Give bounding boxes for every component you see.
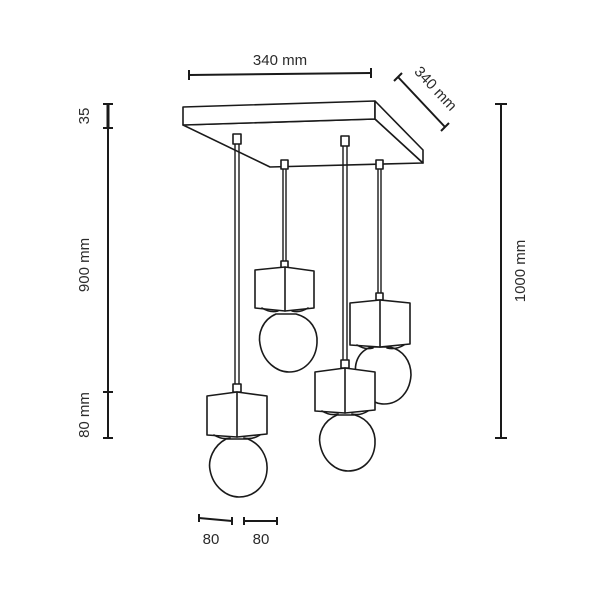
pendant-4 [349, 159, 412, 405]
pendant-2 [254, 159, 318, 373]
canopy-width-dimension: 340 mm [188, 52, 372, 80]
canopy-depth-label: 340 mm [411, 63, 460, 114]
canopy-depth-dimension: 340 mm [393, 63, 460, 132]
canopy-height-label: 35 [76, 108, 93, 125]
canopy [182, 100, 424, 168]
cord-connector [280, 159, 289, 170]
cord-connector [340, 135, 350, 147]
cord-connector [232, 133, 242, 145]
total-height-dimension: 1000 mm [495, 103, 529, 439]
bottom-width-dimensions: 80 80 [198, 514, 278, 548]
shade-width-label: 80 [203, 531, 220, 548]
cord-connector [375, 159, 384, 170]
bulb-width-label: 80 [253, 531, 270, 548]
pendant-1 [206, 133, 268, 498]
total-height-label: 1000 mm [512, 240, 529, 303]
cord-length-label: 900 mm [76, 238, 93, 292]
pendant-3 [314, 135, 376, 472]
left-height-dimensions: 35 900 mm 80 mm [76, 103, 113, 439]
canopy-width-label: 340 mm [253, 52, 307, 69]
shade-height-label: 80 mm [76, 392, 93, 438]
